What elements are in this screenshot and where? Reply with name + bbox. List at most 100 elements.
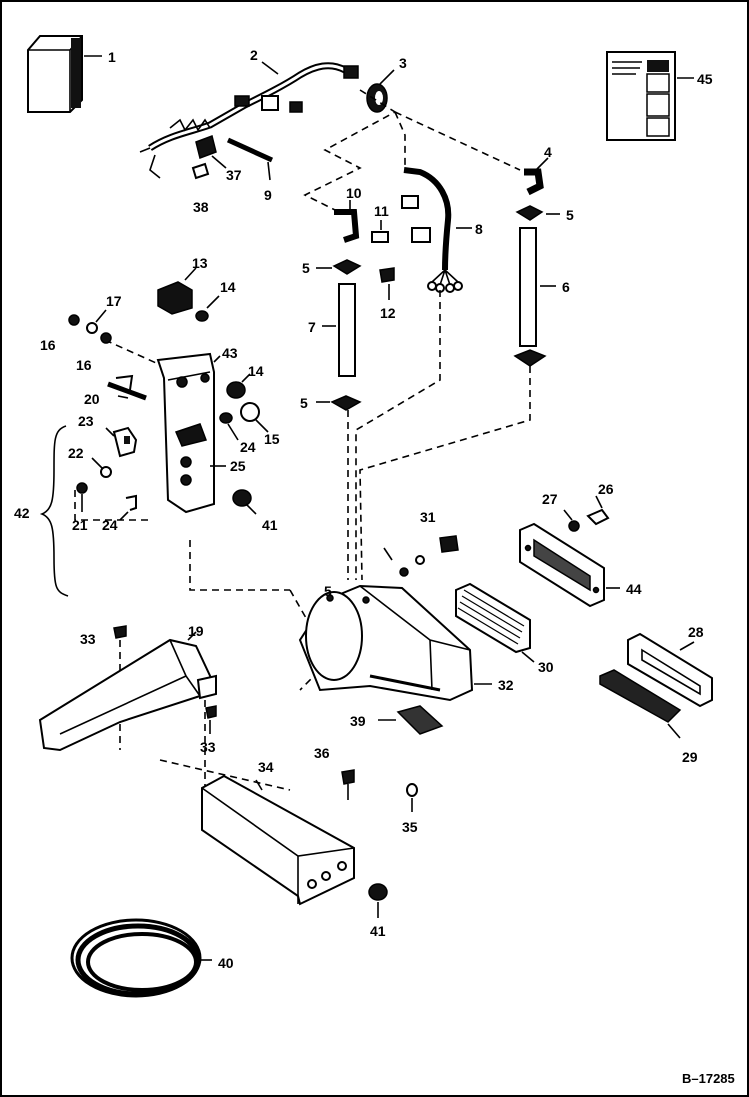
figure-id: B–17285	[682, 1071, 735, 1086]
part-6-hose	[519, 227, 556, 347]
callout-5-mid-top: 5	[302, 260, 310, 276]
part-37-clip	[195, 135, 227, 169]
part-13-switch	[157, 267, 197, 315]
part-27-nut	[563, 509, 580, 532]
callout-41-lower: 41	[370, 923, 386, 939]
callout-37: 37	[226, 167, 242, 183]
part-9-tie	[226, 137, 274, 181]
part-2-harness	[139, 61, 359, 179]
part-36-screw	[341, 769, 355, 800]
part-33-screw-bottom	[205, 705, 217, 734]
part-21-nut	[76, 482, 88, 512]
callout-2: 2	[250, 47, 258, 63]
part-5-clamp-mid-bottom	[316, 395, 362, 411]
part-33-screw-top	[113, 625, 127, 639]
part-39-foam	[378, 705, 444, 735]
part-4-elbow	[524, 157, 549, 196]
part-45-decal	[606, 51, 694, 141]
part-5-clamp-right-top	[515, 205, 560, 221]
callout-27: 27	[542, 491, 558, 507]
part-44-grille	[519, 522, 620, 608]
callout-43: 43	[222, 345, 238, 361]
callout-9: 9	[264, 187, 272, 203]
part-12-screw	[379, 267, 395, 300]
callout-12: 12	[380, 305, 396, 321]
callout-14-top: 14	[220, 279, 236, 295]
part-41-grommet-upper	[232, 489, 257, 515]
callout-28: 28	[688, 624, 704, 640]
part-5-clamp-mid-top	[316, 259, 362, 275]
part-10-fitting	[334, 200, 360, 243]
callout-13: 13	[192, 255, 208, 271]
callout-21: 21	[72, 517, 88, 533]
part-34-cover	[201, 774, 355, 906]
part-31-screws	[383, 535, 459, 577]
callout-38: 38	[193, 199, 209, 215]
callout-36: 36	[314, 745, 330, 761]
part-5-clamp-right-bottom	[513, 349, 547, 367]
callout-5-right: 5	[566, 207, 574, 223]
callout-11: 11	[374, 203, 389, 219]
part-16-nut-b	[100, 332, 112, 344]
callout-34: 34	[258, 759, 274, 775]
part-8-harness	[401, 167, 472, 293]
part-41-grommet-lower	[368, 883, 388, 918]
callout-3: 3	[399, 55, 407, 71]
callout-14-bottom: 14	[248, 363, 264, 379]
part-29-screen	[599, 669, 682, 739]
part-40-hose-coil	[70, 918, 212, 998]
callout-10: 10	[346, 185, 362, 201]
part-7-hose	[322, 283, 356, 377]
callout-30: 30	[538, 659, 554, 675]
callout-17: 17	[106, 293, 122, 309]
callout-44: 44	[626, 581, 642, 597]
part-38-clip	[191, 162, 210, 180]
part-22-washer	[91, 457, 112, 478]
part-28-frame	[627, 632, 713, 708]
callout-4: 4	[544, 144, 552, 160]
callout-23: 23	[78, 413, 94, 429]
callout-1: 1	[108, 49, 116, 65]
part-30-filter	[455, 582, 535, 663]
part-1-manual	[27, 35, 102, 113]
part-15-grommet	[240, 402, 269, 433]
part-23-relay	[105, 426, 138, 458]
routing-lines	[74, 89, 531, 800]
part-11-fitting	[371, 220, 389, 243]
callout-24-top: 24	[240, 439, 256, 455]
callout-6: 6	[562, 279, 570, 295]
part-14-nut-bottom	[226, 373, 251, 399]
callout-16-left: 16	[40, 337, 56, 353]
callout-32: 32	[498, 677, 514, 693]
callout-8: 8	[475, 221, 483, 237]
callout-33-bottom: 33	[200, 739, 216, 755]
part-17-washer	[86, 309, 107, 334]
part-26-screw	[586, 495, 610, 526]
callout-41-upper: 41	[262, 517, 278, 533]
callout-26: 26	[598, 481, 614, 497]
callout-22: 22	[68, 445, 84, 461]
callout-45: 45	[697, 71, 713, 87]
part-19-support	[38, 631, 217, 752]
callout-35: 35	[402, 819, 418, 835]
callout-labels: 1 2 3 4 5 5 5 5 6 7 8 9 10 11 12 13 14 1…	[14, 47, 713, 971]
callout-39: 39	[350, 713, 366, 729]
callout-40: 40	[218, 955, 234, 971]
part-3-grommet	[366, 69, 395, 113]
part-16-nut-a	[68, 314, 80, 326]
part-14-nut-top	[195, 295, 220, 322]
part-43-bracket	[156, 352, 221, 514]
callout-20: 20	[84, 391, 100, 407]
callout-7: 7	[308, 319, 316, 335]
part-35-plug	[406, 783, 418, 812]
part-24-screw-top	[219, 412, 239, 441]
callout-31: 31	[420, 509, 436, 525]
callout-25: 25	[230, 458, 246, 474]
callout-19: 19	[188, 623, 204, 639]
callout-5-mid-bottom: 5	[300, 395, 308, 411]
part-20-bolt	[107, 374, 147, 401]
group-42-brace	[39, 425, 69, 597]
